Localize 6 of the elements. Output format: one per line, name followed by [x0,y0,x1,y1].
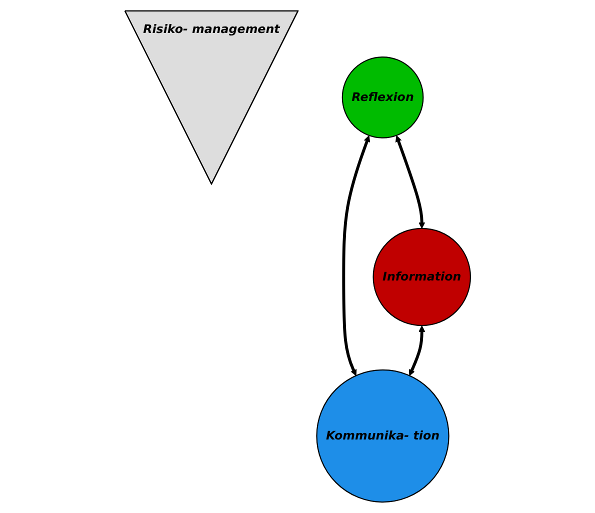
arrow [395,135,425,229]
node-circle: Kommunika- tion [316,369,450,503]
node-circle: Reflexion [342,56,424,138]
node-circle: Information [372,228,471,326]
arrow [408,326,425,376]
arrow [342,135,370,376]
